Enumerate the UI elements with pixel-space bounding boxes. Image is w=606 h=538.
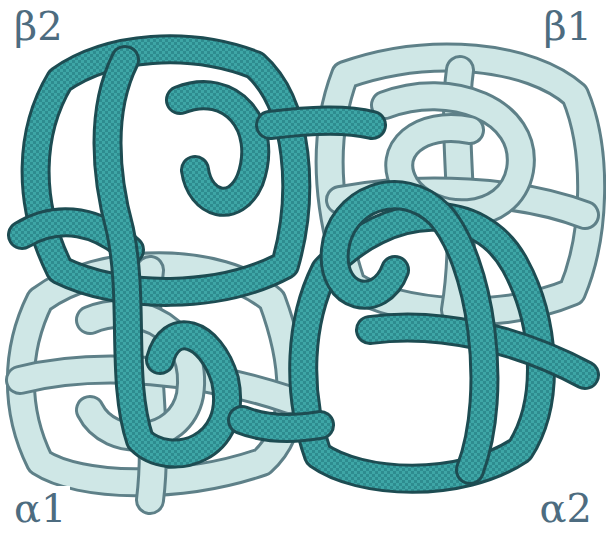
subunit-label: α2 — [536, 486, 596, 530]
subunit-label: β1 — [539, 4, 596, 48]
dark-subunits — [22, 49, 585, 478]
subunit-label: β2 — [10, 4, 67, 48]
subunit-label: α1 — [10, 486, 70, 530]
